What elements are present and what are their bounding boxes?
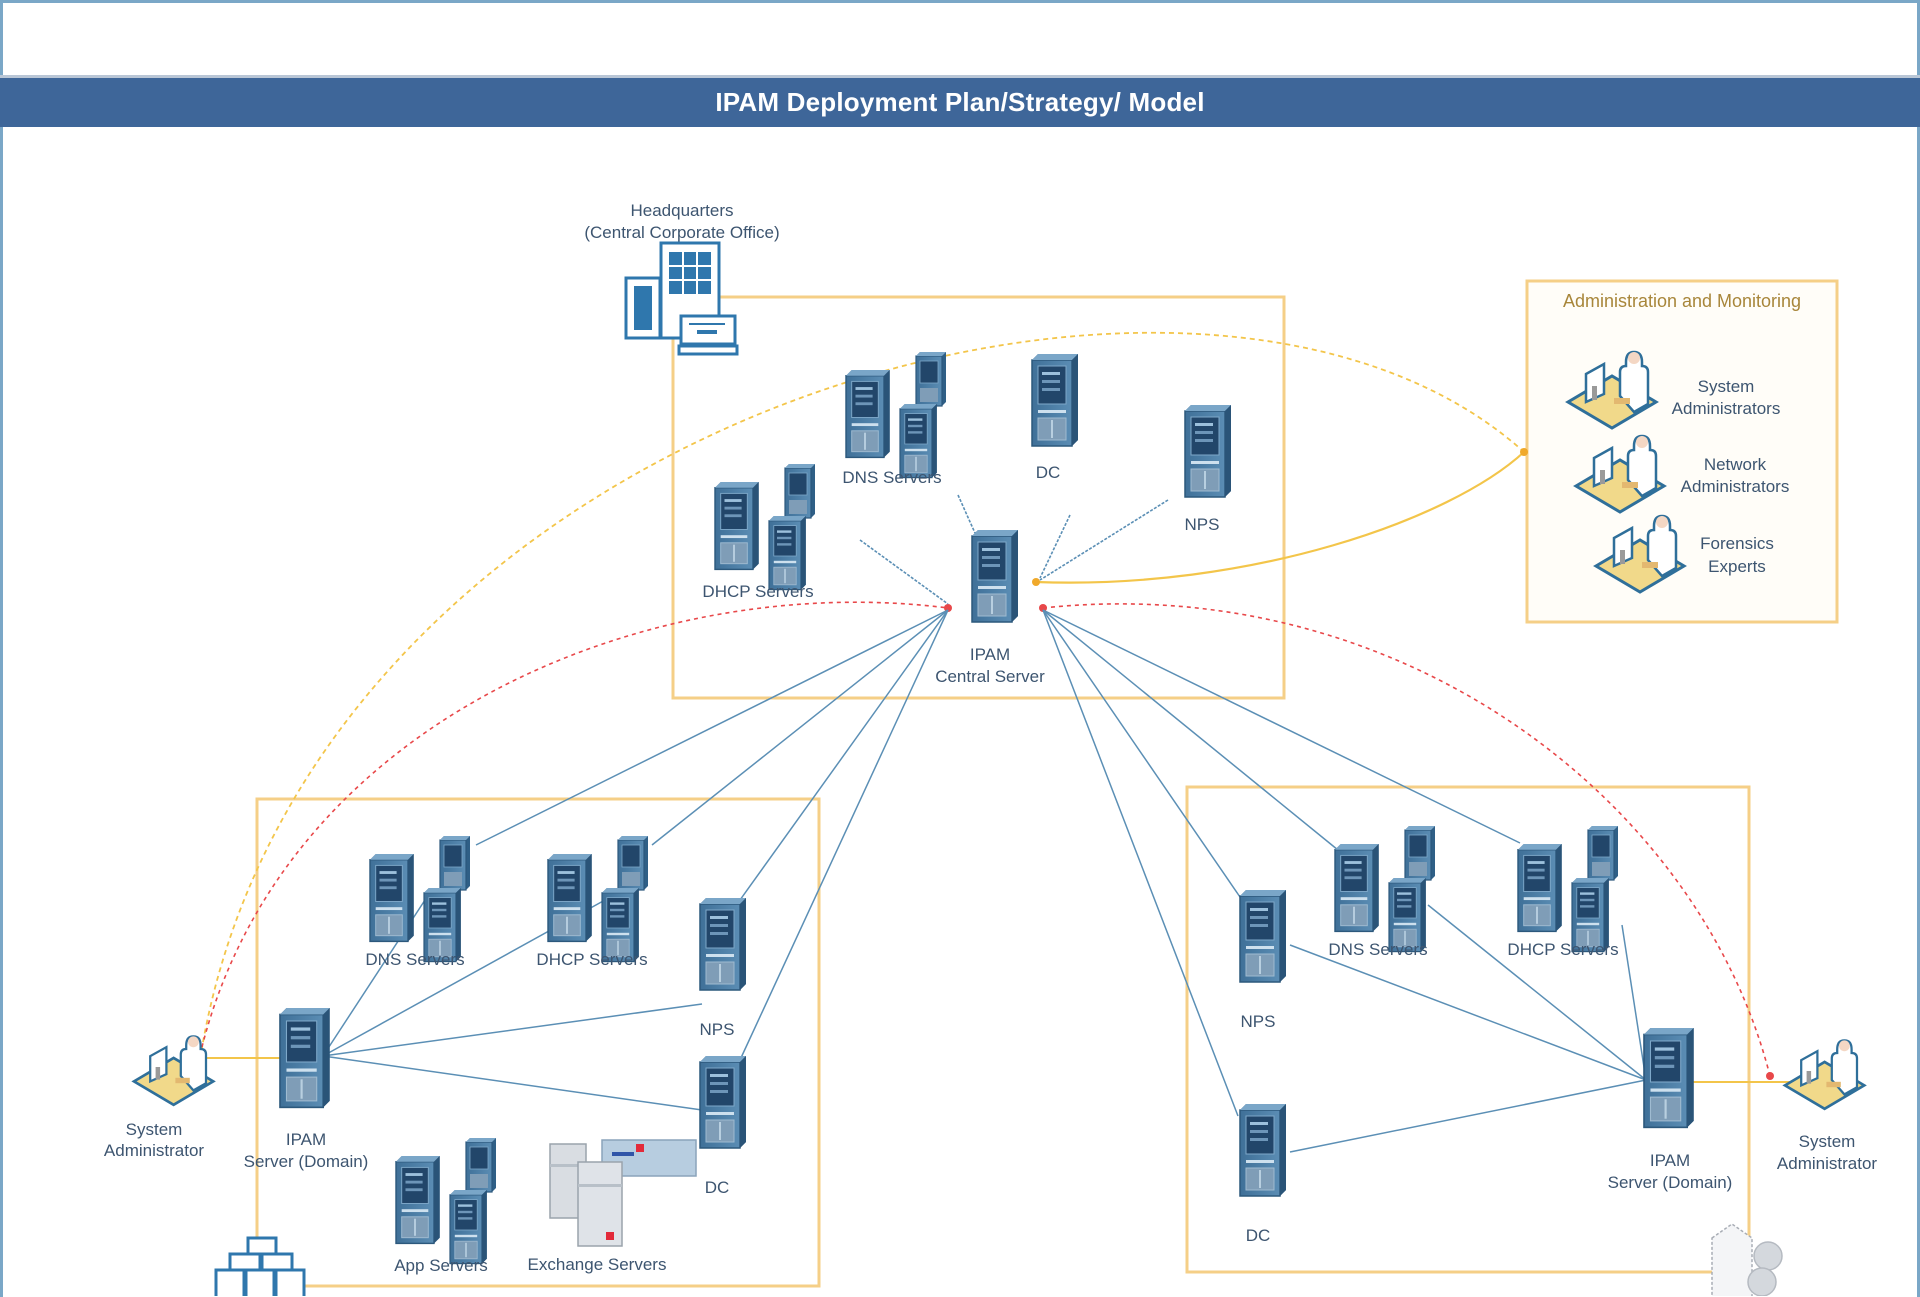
database-cluster-icon [1711, 1223, 1783, 1296]
right-ipam-label-line1: IPAM [1650, 1151, 1690, 1170]
left-dns-servers[interactable]: DNS Servers [365, 836, 470, 969]
left-dc-server[interactable]: DC [699, 1055, 747, 1197]
admin-workstation-icon [132, 1035, 215, 1107]
right-nps-label: NPS [1241, 1012, 1276, 1031]
right-admin-label-line1: System [1799, 1132, 1856, 1151]
right-dhcp-servers[interactable]: DHCP Servers [1507, 826, 1619, 959]
right-dc-server[interactable]: DC [1239, 1103, 1287, 1245]
left-nps-server[interactable]: NPS [699, 897, 747, 1039]
central-to-left-links [475, 609, 949, 1061]
left-dc-label: DC [705, 1178, 730, 1197]
central-site-zone [671, 295, 1286, 700]
left-dhcp-servers[interactable]: DHCP Servers [536, 836, 648, 969]
left-admin-label-line1: System [126, 1120, 183, 1139]
red-connector-right [1039, 604, 1047, 612]
right-dc-label: DC [1246, 1226, 1271, 1245]
headquarters-node: Headquarters (Central Corporate Office) [584, 201, 780, 356]
exchange-server-icon [549, 1139, 697, 1247]
right-ipam-server[interactable]: IPAM Server (Domain) [1608, 1026, 1733, 1192]
left-nps-label: NPS [700, 1020, 735, 1039]
admin-panel-title: Administration and Monitoring [1563, 291, 1801, 311]
central-dc-label: DC [1036, 463, 1061, 482]
ipam-central-server[interactable]: IPAM Central Server [935, 529, 1045, 686]
right-site-zone [1185, 785, 1751, 1274]
right-ipam-label-line2: Server (Domain) [1608, 1173, 1733, 1192]
title-bar: IPAM Deployment Plan/Strategy/ Model [0, 75, 1920, 127]
role-label-line1: Network [1704, 455, 1767, 474]
left-admin-to-central-arc [199, 601, 949, 1056]
role-label-line1: System [1698, 377, 1755, 396]
right-system-administrator[interactable]: System Administrator [1777, 1039, 1877, 1173]
right-dhcp-label: DHCP Servers [1507, 940, 1618, 959]
hq-to-admin-arc [199, 331, 1525, 1061]
office-building-icon [624, 241, 739, 356]
role-label-line2: Administrators [1681, 477, 1790, 496]
right-dns-label: DNS Servers [1328, 940, 1427, 959]
right-admin-label-line2: Administrator [1777, 1154, 1877, 1173]
central-to-admin-link [1035, 451, 1525, 584]
role-system-administrators[interactable]: System Administrators [1566, 350, 1781, 430]
role-network-administrators[interactable]: Network Administrators [1574, 434, 1790, 514]
hq-label-line2: (Central Corporate Office) [584, 223, 779, 242]
left-admin-label-line2: Administrator [104, 1141, 204, 1160]
ipam-central-label-line1: IPAM [970, 645, 1010, 664]
left-app-label: App Servers [394, 1256, 488, 1275]
left-system-administrator[interactable]: System Administrator [104, 1035, 215, 1160]
orange-connector-admin [1520, 448, 1528, 456]
orange-connector-central [1032, 578, 1040, 586]
hq-label-line1: Headquarters [630, 201, 733, 220]
central-dc-server[interactable]: DC [1031, 353, 1079, 482]
central-nps-server[interactable]: NPS [1184, 404, 1232, 534]
central-to-right-links [1042, 609, 1521, 1117]
central-internal-links [859, 494, 1169, 605]
role-forensics-experts[interactable]: Forensics Experts [1594, 514, 1774, 594]
branch-office-icon [214, 1236, 306, 1296]
role-label-line2: Administrators [1672, 399, 1781, 418]
left-ipam-server[interactable]: IPAM Server (Domain) [244, 1006, 369, 1171]
diagram-title: IPAM Deployment Plan/Strategy/ Model [715, 87, 1205, 117]
central-dns-label: DNS Servers [842, 468, 941, 487]
central-dns-servers[interactable]: DNS Servers [842, 352, 946, 487]
ipam-central-label-line2: Central Server [935, 667, 1045, 686]
left-ipam-label-line1: IPAM [286, 1130, 326, 1149]
red-connector-left [944, 604, 952, 612]
central-dhcp-label: DHCP Servers [702, 582, 813, 601]
left-exchange-label: Exchange Servers [528, 1255, 667, 1274]
right-internal-links [1289, 904, 1647, 1153]
left-dns-label: DNS Servers [365, 950, 464, 969]
left-app-servers[interactable]: App Servers [394, 1138, 496, 1275]
right-admin-to-central-arc [1042, 603, 1771, 1077]
right-nps-server[interactable]: NPS [1239, 889, 1287, 1031]
left-dhcp-label: DHCP Servers [536, 950, 647, 969]
left-site-zone [255, 797, 821, 1288]
admin-panel-zone [1525, 279, 1839, 624]
red-connector-right-admin [1766, 1072, 1774, 1080]
left-ipam-label-line2: Server (Domain) [244, 1152, 369, 1171]
right-dns-servers[interactable]: DNS Servers [1328, 826, 1435, 959]
left-exchange-servers[interactable]: Exchange Servers [528, 1139, 697, 1274]
central-dhcp-servers[interactable]: DHCP Servers [702, 464, 815, 601]
central-nps-label: NPS [1185, 515, 1220, 534]
admin-panel: Administration and Monitoring System Adm… [1563, 291, 1801, 594]
role-label-line2: Experts [1708, 557, 1766, 576]
role-label-line1: Forensics [1700, 534, 1774, 553]
admin-workstation-icon [1783, 1039, 1866, 1111]
